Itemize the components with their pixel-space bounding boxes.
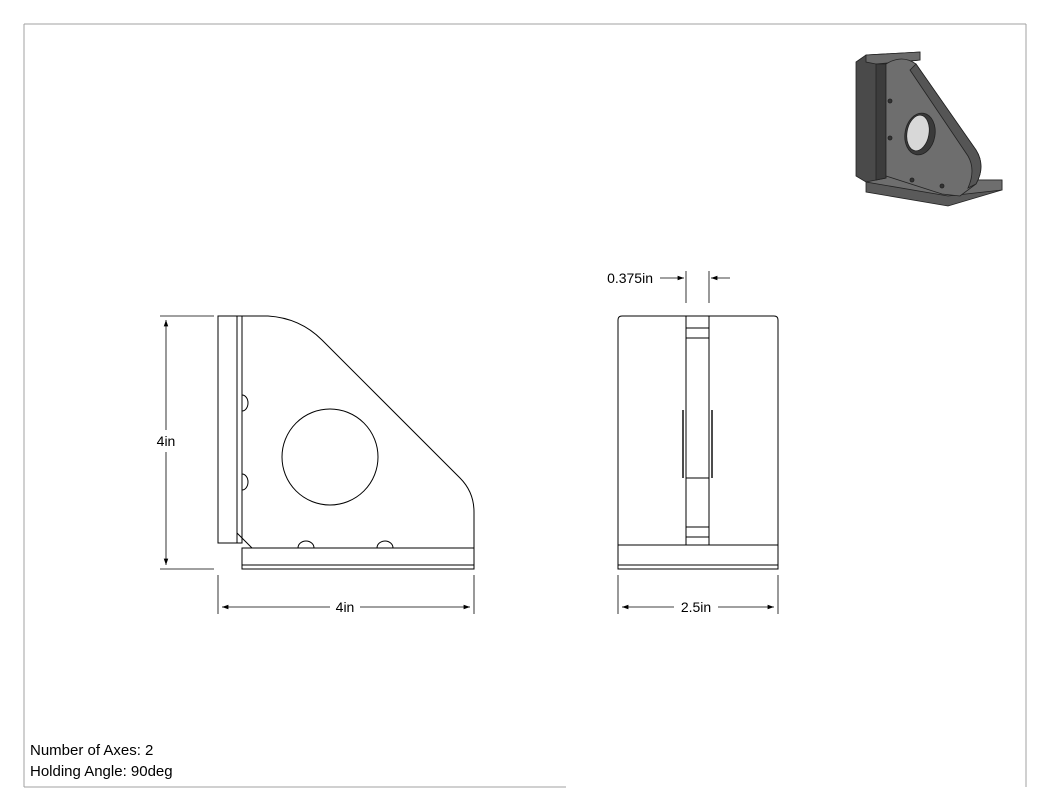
front-large-hole: [281, 408, 379, 506]
front-notch-3: [297, 540, 315, 549]
front-notch-2: [241, 473, 249, 491]
front-width-label: 4in: [336, 599, 355, 615]
front-notch-1: [241, 394, 249, 412]
axes-note: Number of Axes: 2: [30, 742, 154, 759]
front-height-label: 4in: [157, 433, 176, 449]
front-notch-4: [376, 540, 394, 549]
side-width-dimension: [617, 575, 779, 614]
isometric-view: [855, 51, 1003, 207]
drawing-notes: Number of Axes: 2 Holding Angle: 90deg: [30, 740, 173, 782]
holding-angle-note: Holding Angle: 90deg: [30, 763, 173, 780]
front-width-dimension: [217, 575, 475, 614]
sheet-border: [23, 23, 1027, 788]
front-height-dimension: [160, 315, 214, 570]
side-base: [617, 544, 779, 570]
front-gusset: [242, 315, 475, 549]
front-view: [217, 315, 475, 570]
side-thickness-label: 0.375in: [607, 270, 653, 286]
side-thickness-dimension: [660, 271, 730, 303]
front-base-plate: [241, 547, 475, 570]
side-body: [617, 315, 779, 546]
side-view: [617, 315, 779, 570]
side-width-label: 2.5in: [681, 599, 711, 615]
front-vertical-plate: [217, 315, 243, 544]
